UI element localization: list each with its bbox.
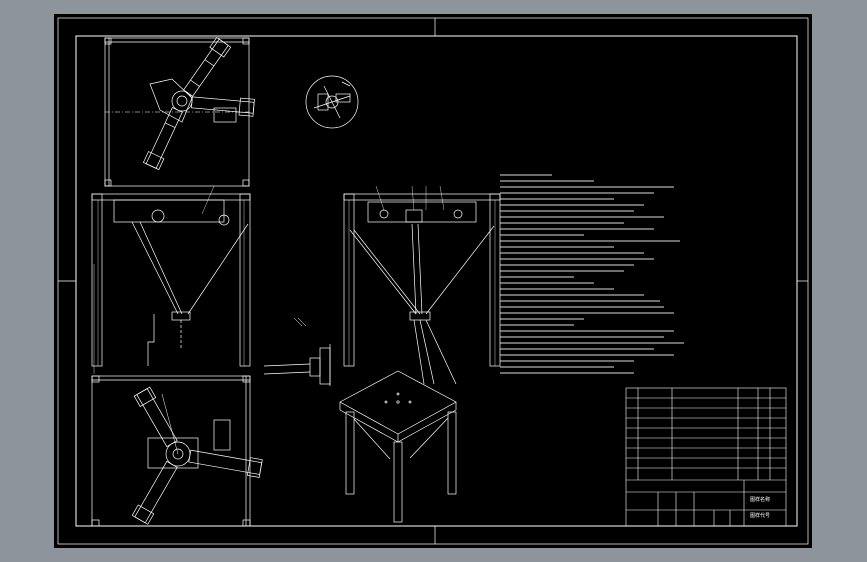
- isometric-frame-view: [339, 370, 457, 523]
- front-elevation-view: [91, 185, 251, 374]
- title-block-grid: [625, 387, 787, 527]
- title-block-name-label: 图样名称: [750, 497, 771, 503]
- inner-border: [75, 35, 798, 527]
- top-plan-view: [104, 36, 255, 187]
- detail-circle-view: [305, 75, 359, 129]
- technical-notes-lines: [500, 174, 684, 374]
- gripper-detail-view: [263, 317, 331, 386]
- title-block-drawing-number: 图样代号: [750, 513, 771, 519]
- bottom-plan-view: [91, 375, 263, 527]
- cad-drawing: [57, 17, 809, 545]
- drawing-sheet: 图样名称 图样代号: [54, 14, 812, 548]
- side-elevation-view: [343, 185, 501, 385]
- outer-border: [57, 17, 809, 545]
